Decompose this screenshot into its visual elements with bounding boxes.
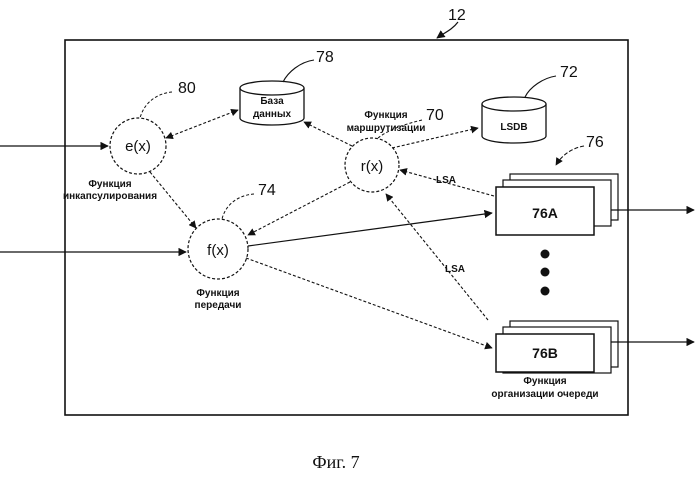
- queues-label-1: Функция: [523, 376, 566, 387]
- edge-queueb-route: [386, 194, 488, 320]
- route-symbol: r(x): [361, 158, 384, 175]
- encap-ref-leader: [140, 92, 172, 118]
- database-label-2: данных: [253, 109, 292, 120]
- edge-route-database: [304, 122, 352, 146]
- encap-label-2: инкапсулирования: [63, 191, 157, 202]
- lsa-label-top: LSA: [436, 175, 456, 186]
- lsdb-cylinder: [482, 97, 546, 143]
- encap-label-1: Функция: [88, 179, 131, 190]
- encap-ref: 80: [178, 80, 196, 97]
- lsdb-ref: 72: [560, 64, 578, 81]
- forward-label-1: Функция: [196, 288, 239, 299]
- queues-label-2: организации очереди: [491, 389, 598, 400]
- figure-caption: Фиг. 7: [312, 452, 359, 472]
- route-label-2: маршрутизации: [347, 123, 426, 134]
- forward-ref-leader: [222, 194, 254, 219]
- ref-12: 12: [448, 7, 466, 24]
- lsdb-label: LSDB: [500, 122, 527, 133]
- queue-a-label: 76A: [532, 205, 558, 221]
- route-label-1: Функция: [364, 110, 407, 121]
- database-ref-leader: [283, 60, 314, 82]
- forward-ref: 74: [258, 182, 276, 199]
- queue-b-label: 76B: [532, 345, 558, 361]
- database-ref: 78: [316, 49, 334, 66]
- database-label-1: База: [260, 96, 284, 107]
- forward-label-2: передачи: [195, 300, 242, 311]
- edge-forward-queuea: [248, 213, 492, 246]
- forward-symbol: f(x): [207, 242, 229, 259]
- lsdb-ref-leader: [525, 76, 556, 97]
- encap-symbol: e(x): [125, 138, 151, 155]
- ellipsis-dot-2: [541, 268, 550, 277]
- queues-ref-leader: [556, 146, 584, 165]
- ellipsis-dot-3: [541, 287, 550, 296]
- queues-ref: 76: [586, 134, 604, 151]
- route-ref: 70: [426, 107, 444, 124]
- ellipsis-dot-1: [541, 250, 550, 259]
- lsa-label-mid: LSA: [445, 264, 465, 275]
- ref-12-leader: [437, 22, 458, 38]
- edge-encap-database: [166, 110, 238, 138]
